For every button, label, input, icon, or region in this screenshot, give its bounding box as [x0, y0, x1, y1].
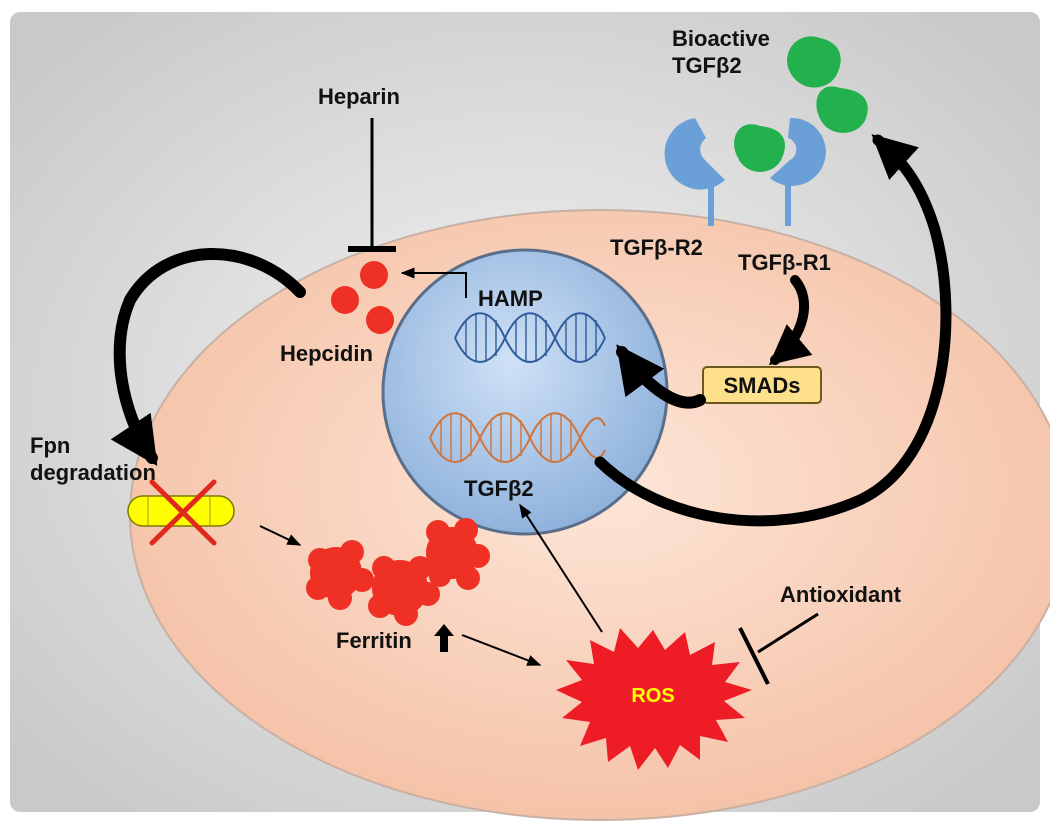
- smads-box: [702, 366, 822, 404]
- hepcidin-to-fpn-arrow: [110, 248, 306, 466]
- hepcidin-label: Hepcidin: [280, 341, 373, 366]
- ferritin-to-ros-arrow: [461, 634, 542, 666]
- smads-label: SMADs: [723, 373, 800, 398]
- fpn-label-line1: Fpn: [30, 433, 70, 458]
- ros-to-tgfb2-arrow: [519, 503, 603, 633]
- cross-icon: [149, 479, 217, 546]
- antioxidant-label: Antioxidant: [780, 582, 902, 607]
- tgfb2-dna-icon: [429, 412, 606, 463]
- fpn-label-line2: degradation: [30, 460, 156, 485]
- bioactive-label-line1: Bioactive: [672, 26, 770, 51]
- tgfb-r1-receptor-icon: [770, 117, 826, 226]
- tgfb-r1-label: TGFβ-R1: [738, 250, 831, 275]
- tgfb2-gene-label: TGFβ2: [464, 476, 534, 501]
- antioxidant-inhibition-line: [757, 612, 819, 654]
- tgfb-r2-label: TGFβ-R2: [610, 235, 703, 260]
- antioxidant-inhibition-bar: [738, 627, 770, 685]
- r1-to-smads-arrow: [768, 275, 813, 366]
- hamp-dna-icon: [454, 312, 606, 363]
- heparin-label: Heparin: [318, 84, 400, 109]
- hepcidin-icon: [331, 261, 394, 334]
- tgfb-r2-receptor-icon: [664, 118, 725, 226]
- fpn-to-ferritin-arrow: [259, 525, 302, 546]
- ferritin-label: Ferritin: [336, 628, 412, 653]
- hamp-to-hepcidin-arrow: [400, 267, 467, 298]
- ferritin-icon: [306, 518, 490, 626]
- up-arrow-icon: [434, 624, 454, 652]
- bioactive-label-line2: TGFβ2: [672, 53, 742, 78]
- smads-to-hamp-arrow: [616, 344, 706, 409]
- tgfb2-secretion-arrow: [594, 134, 952, 527]
- ros-burst-icon: [556, 628, 752, 770]
- ros-label: ROS: [631, 685, 674, 707]
- hamp-label: HAMP: [478, 286, 543, 311]
- tgfb2-protein-icon: [734, 36, 868, 172]
